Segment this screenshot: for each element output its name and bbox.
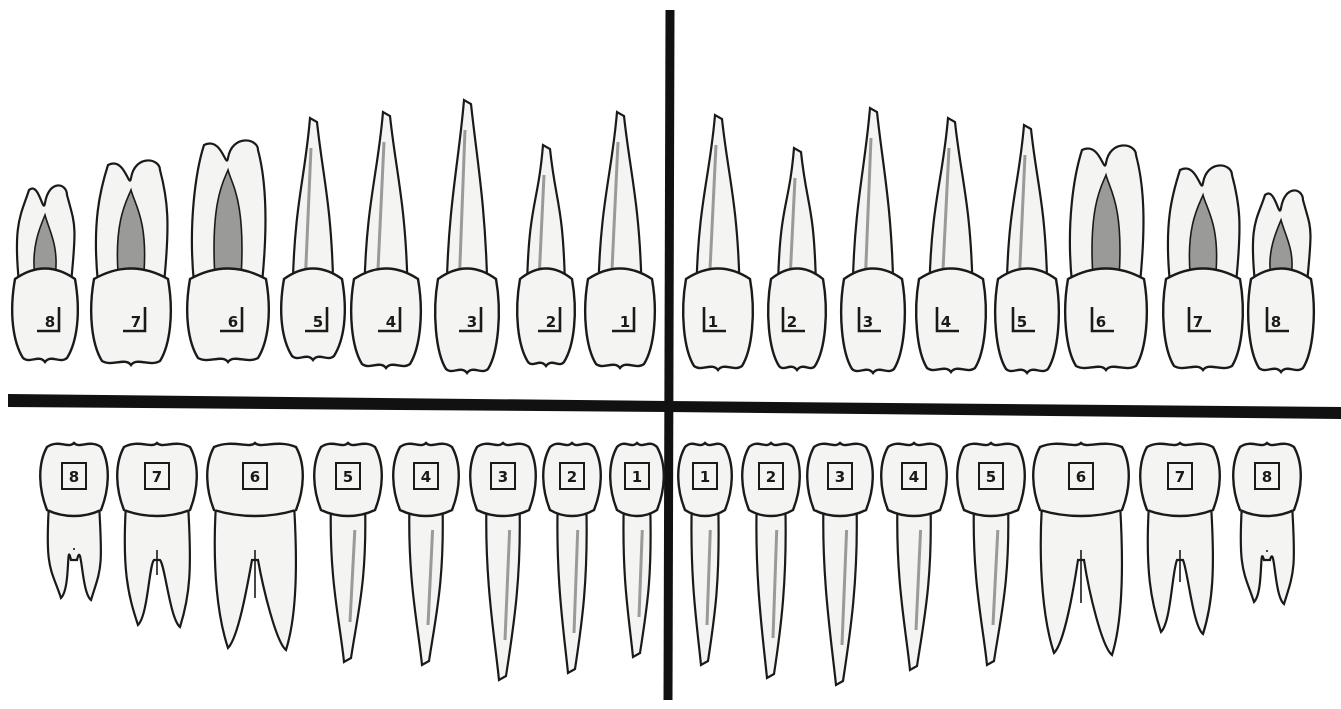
- lower-tooth: 5: [314, 443, 382, 662]
- tooth-root: [293, 118, 333, 283]
- tooth-number: 8: [45, 313, 55, 331]
- tooth-number: 2: [766, 468, 776, 486]
- upper-tooth: 7: [1163, 165, 1243, 370]
- tooth-number: 3: [863, 313, 873, 331]
- upper-tooth: 2: [517, 145, 575, 366]
- upper-tooth: 3: [841, 108, 905, 373]
- tooth-number: 6: [250, 468, 260, 486]
- tooth-number: 5: [1017, 313, 1027, 331]
- tooth-root: [331, 504, 366, 662]
- upper-tooth: 1: [683, 115, 753, 370]
- tooth-root: [778, 148, 816, 283]
- tooth-number: 6: [1076, 468, 1086, 486]
- tooth-number: 6: [228, 313, 238, 331]
- tooth-number: 2: [546, 313, 556, 331]
- tooth-number: 1: [708, 313, 718, 331]
- tooth-number: 2: [567, 468, 577, 486]
- tooth-number: 4: [421, 468, 431, 486]
- upper-tooth: 7: [91, 160, 171, 365]
- upper-tooth: 8: [12, 185, 78, 362]
- tooth-number: 3: [498, 468, 508, 486]
- tooth-root: [823, 504, 857, 685]
- tooth-root: [853, 108, 893, 283]
- lower-tooth: 3: [470, 443, 536, 680]
- upper-tooth: 4: [916, 118, 986, 372]
- tooth-number: 7: [1193, 313, 1203, 331]
- tooth-number: 1: [620, 313, 630, 331]
- tooth-number: 8: [69, 468, 79, 486]
- tooth-root: [697, 115, 740, 283]
- upper-tooth: 4: [351, 112, 421, 368]
- tooth-number: 3: [467, 313, 477, 331]
- upper-tooth: 6: [1065, 145, 1147, 370]
- tooth-root: [557, 504, 586, 673]
- tooth-number: 4: [941, 313, 951, 331]
- tooth-number: 5: [343, 468, 353, 486]
- upper-tooth: 8: [1248, 190, 1314, 372]
- tooth-number: 1: [700, 468, 710, 486]
- tooth-number: 7: [1175, 468, 1185, 486]
- lower-tooth: 2: [742, 443, 800, 678]
- tooth-number: 3: [835, 468, 845, 486]
- lower-tooth: 4: [393, 443, 459, 665]
- upper-arch: 8 7 6 5 4 3 2 1 1 2 3 4 5 6 7 8: [12, 100, 1314, 373]
- tooth-number: 4: [386, 313, 396, 331]
- tooth-root: [409, 504, 443, 665]
- lower-tooth: 2: [543, 443, 601, 673]
- vertical-midline: [668, 10, 670, 700]
- tooth-number: 8: [1271, 313, 1281, 331]
- lower-tooth: 3: [807, 443, 873, 685]
- upper-tooth: 2: [768, 148, 826, 370]
- tooth-number: 5: [986, 468, 996, 486]
- tooth-number: 5: [313, 313, 323, 331]
- lower-tooth: 8: [40, 443, 108, 600]
- tooth-root: [1241, 504, 1294, 604]
- tooth-number: 8: [1262, 468, 1272, 486]
- tooth-root: [1007, 125, 1047, 283]
- lower-tooth: 1: [678, 443, 732, 665]
- tooth-root: [756, 504, 785, 678]
- tooth-root: [599, 112, 642, 283]
- tooth-root: [691, 504, 718, 665]
- tooth-root: [48, 504, 101, 600]
- tooth-number: 6: [1096, 313, 1106, 331]
- lower-tooth: 7: [117, 443, 197, 627]
- tooth-root: [486, 504, 520, 680]
- lower-tooth: 6: [1033, 443, 1129, 655]
- tooth-root: [527, 145, 565, 283]
- upper-tooth: 5: [281, 118, 345, 360]
- lower-tooth: 4: [881, 443, 947, 670]
- lower-tooth: 6: [207, 443, 303, 650]
- upper-tooth: 5: [995, 125, 1059, 373]
- tooth-root: [623, 504, 650, 657]
- tooth-number: 2: [787, 313, 797, 331]
- tooth-root: [897, 504, 931, 670]
- tooth-number: 4: [909, 468, 919, 486]
- lower-tooth: 7: [1140, 443, 1220, 634]
- tooth-number: 1: [632, 468, 642, 486]
- lower-tooth: 1: [610, 443, 664, 657]
- upper-tooth: 6: [187, 140, 269, 362]
- tooth-root: [974, 504, 1009, 665]
- horizontal-occlusal-line: [8, 394, 1341, 419]
- lower-tooth: 5: [957, 443, 1025, 665]
- tooth-number: 7: [152, 468, 162, 486]
- tooth-root: [365, 112, 408, 283]
- upper-tooth: 1: [585, 112, 655, 368]
- tooth-root: [930, 118, 973, 283]
- upper-tooth: 3: [435, 100, 499, 373]
- tooth-root: [447, 100, 487, 283]
- tooth-number: 7: [131, 313, 141, 331]
- lower-tooth: 8: [1233, 443, 1301, 604]
